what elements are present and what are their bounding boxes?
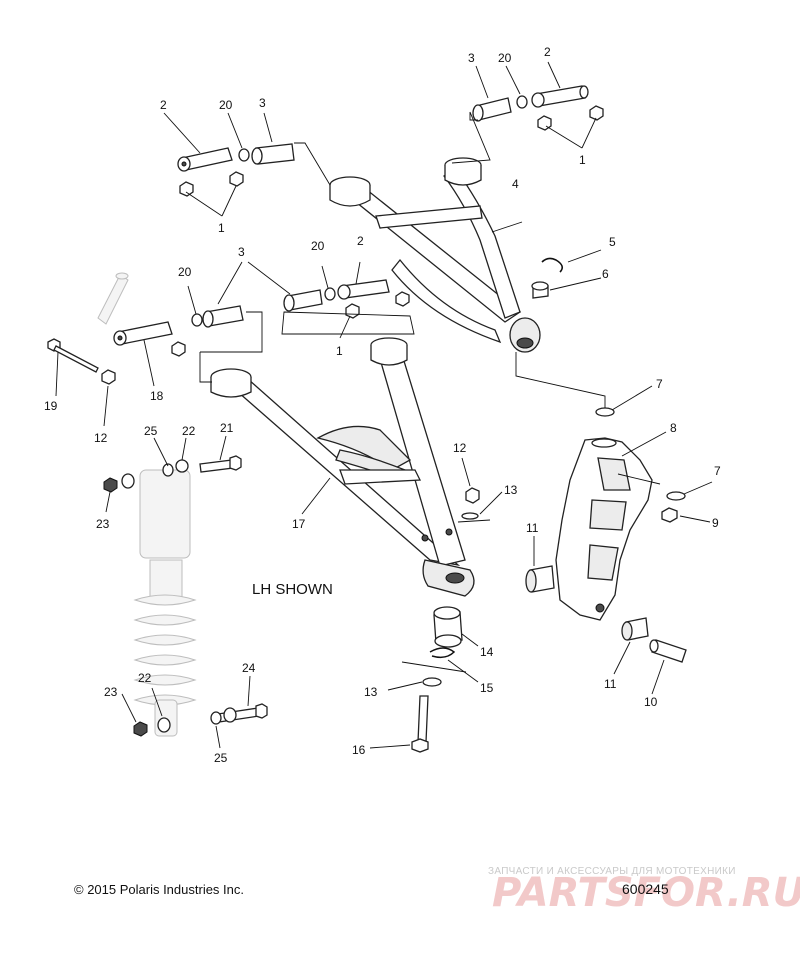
callout-12: 12 <box>453 441 467 455</box>
callout-20: 20 <box>219 98 233 112</box>
callout-24: 24 <box>242 661 256 675</box>
callout-11: 11 <box>526 521 539 535</box>
upper-a-arm <box>329 157 541 353</box>
callout-9: 9 <box>712 516 719 530</box>
lower-arm-pivot-hardware <box>191 279 410 328</box>
knuckle-bushings <box>525 565 687 663</box>
shock-mount-hardware <box>47 321 186 385</box>
callout-19: 19 <box>44 399 58 413</box>
callout-20: 20 <box>498 51 512 65</box>
callout-7: 7 <box>714 464 721 478</box>
callout-16: 16 <box>352 743 366 757</box>
callout-7: 7 <box>656 377 663 391</box>
callout-13: 13 <box>504 483 518 497</box>
callout-3: 3 <box>238 245 245 259</box>
watermark-subtitle: ЗАПЧАСТИ И АКСЕССУАРЫ ДЛЯ МОТОТЕХНИКИ <box>488 866 736 877</box>
callout-1: 1 <box>579 153 586 167</box>
callout-11: 11 <box>604 677 617 691</box>
ball-joint-hardware <box>411 257 686 753</box>
callout-15: 15 <box>480 681 494 695</box>
diagram-caption: LH SHOWN <box>252 581 333 598</box>
lower-a-arm <box>210 337 475 597</box>
callout-3: 3 <box>259 96 266 110</box>
callout-21: 21 <box>220 421 234 435</box>
callout-3: 3 <box>468 51 475 65</box>
callout-6: 6 <box>602 267 609 281</box>
callout-2: 2 <box>160 98 167 112</box>
callout-1: 1 <box>218 221 225 235</box>
callout-22: 22 <box>182 424 196 438</box>
callout-14: 14 <box>480 645 494 659</box>
callout-22: 22 <box>138 671 152 685</box>
figure-number: 600245 <box>622 881 669 897</box>
callout-17: 17 <box>292 517 306 531</box>
upper-left-pivot-hardware <box>177 143 295 197</box>
shock-bolt-hardware <box>103 455 268 737</box>
callout-1: 1 <box>336 344 343 358</box>
callout-10: 10 <box>644 695 658 709</box>
callout-2: 2 <box>357 234 364 248</box>
callout-4: 4 <box>512 177 519 191</box>
shock-absorber <box>97 272 197 737</box>
part-callouts: 2 20 3 1 3 20 2 1 4 5 6 20 3 20 2 1 18 1… <box>44 45 721 765</box>
callout-2: 2 <box>544 45 551 59</box>
callout-12: 12 <box>94 431 108 445</box>
callout-20: 20 <box>311 239 325 253</box>
callout-5: 5 <box>609 235 616 249</box>
callout-25: 25 <box>144 424 158 438</box>
watermark: ЗАПЧАСТИ И АКСЕССУАРЫ ДЛЯ МОТОТЕХНИКИ PA… <box>488 866 800 916</box>
callout-23: 23 <box>96 517 110 531</box>
watermark-logo: PARTSFOR.RU <box>492 870 800 916</box>
callout-8: 8 <box>670 421 677 435</box>
leader-lines <box>55 61 713 749</box>
callout-25: 25 <box>214 751 228 765</box>
callout-23: 23 <box>104 685 118 699</box>
callout-18: 18 <box>150 389 164 403</box>
copyright-notice: © 2015 Polaris Industries Inc. <box>74 882 244 897</box>
steering-knuckle <box>555 437 653 621</box>
callout-20: 20 <box>178 265 192 279</box>
callout-13: 13 <box>364 685 378 699</box>
upper-right-pivot-hardware <box>472 85 604 131</box>
